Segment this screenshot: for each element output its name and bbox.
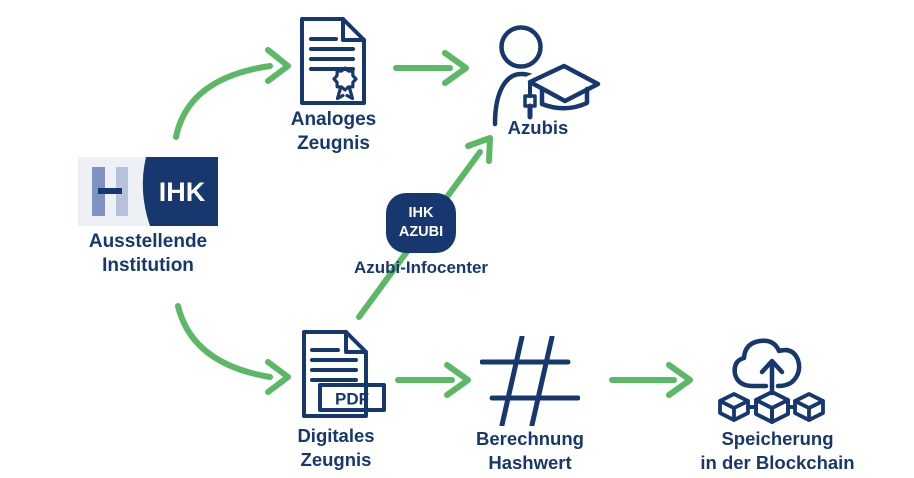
digital-certificate-label: Digitales Zeugnis bbox=[297, 425, 375, 470]
pdf-badge-text: PDF bbox=[335, 390, 369, 409]
issuer-label: Ausstellende Institution bbox=[88, 231, 208, 277]
pdf-document-icon: PDF bbox=[302, 330, 386, 418]
arrow-analog-to-azubis bbox=[393, 50, 469, 86]
node-issuer: IHK bbox=[78, 157, 218, 226]
blockchain-label: Speicherung in der Blockchain bbox=[700, 428, 855, 473]
ihk-logo-text: IHK bbox=[159, 177, 206, 207]
graduate-person-icon bbox=[492, 25, 605, 127]
arrow-issuer-to-analog bbox=[173, 47, 291, 140]
analog-certificate-label: Analoges Zeugnis bbox=[290, 109, 377, 155]
azubi-infocenter-app-text: IHK AZUBI bbox=[398, 205, 444, 240]
cloud-blockchain-icon bbox=[718, 338, 825, 424]
arrow-digital-to-hash bbox=[395, 362, 471, 398]
node-hash bbox=[480, 336, 580, 426]
azubi-infocenter-app-icon: IHK AZUBI bbox=[386, 193, 456, 253]
node-digital-certificate: PDF bbox=[300, 328, 388, 420]
certificate-document-icon bbox=[300, 17, 366, 105]
azubi-infocenter-label: Azubi-Infocenter bbox=[353, 258, 489, 277]
arrow-hash-to-blockchain bbox=[609, 362, 693, 398]
arrow-issuer-to-digital bbox=[175, 303, 291, 395]
node-azubis bbox=[486, 24, 612, 128]
node-blockchain bbox=[712, 330, 830, 428]
ihk-logo: IHK bbox=[78, 157, 218, 226]
hash-label: Berechnung Hashwert bbox=[476, 428, 584, 473]
azubis-label: Azubis bbox=[507, 117, 569, 138]
node-analog-certificate bbox=[298, 15, 368, 107]
hash-icon bbox=[480, 336, 580, 426]
